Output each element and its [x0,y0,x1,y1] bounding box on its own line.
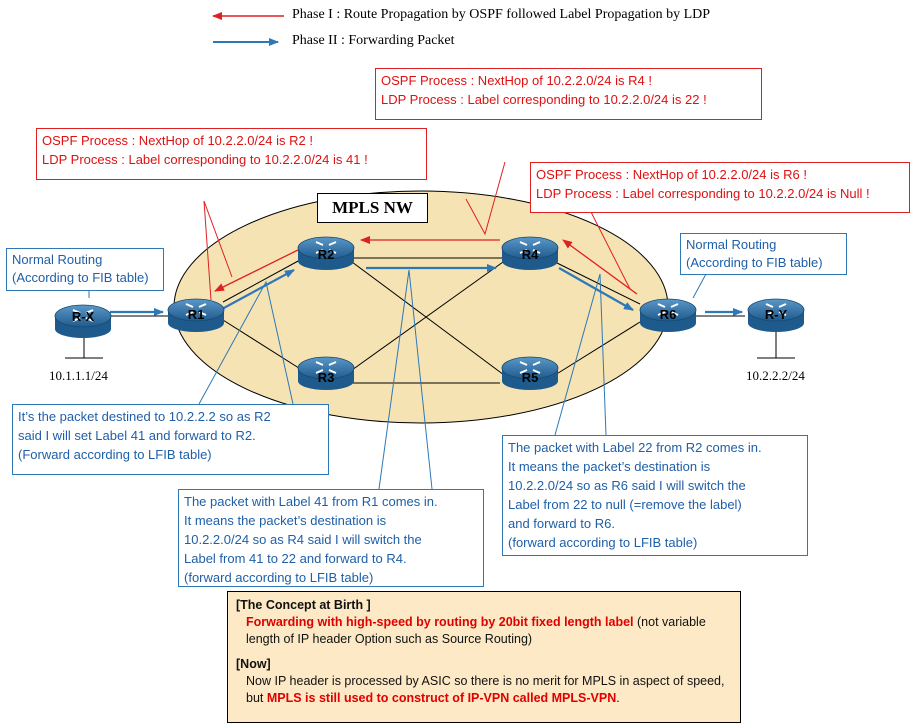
concept-now-highlight: MPLS is still used to construct of IP-VP… [266,691,617,705]
router-rx-label: R-X [72,309,95,324]
callout-r6-ospf-ldp: OSPF Process : NextHop of 10.2.2.0/24 is… [530,162,910,213]
callout-r4-forwarding: The packet with Label 22 from R2 comes i… [502,435,808,556]
router-r6-label: R6 [660,307,677,322]
concept-birth-rest: (not variable length of IP header Option… [246,615,706,646]
callout-line: LDP Process : Label corresponding to 10.… [536,186,870,201]
callout-line: The packet with Label 41 from R1 comes i… [184,494,438,509]
callout-line: (forward according to LFIB table) [508,535,698,550]
callout-line: 10.2.2.0/24 so as R4 said I will switch … [184,532,422,547]
callout-line: Normal Routing [686,237,777,252]
callout-line: Label from 22 to null (=remove the label… [508,497,742,512]
callout-line: (According to FIB table) [12,270,149,285]
legend-phase2-label: Phase II : Forwarding Packet [292,33,455,48]
concept-now-end: . [616,691,620,705]
callout-normal-routing-right: Normal Routing (According to FIB table) [680,233,847,275]
callout-line: 10.2.2.0/24 so as R6 said I will switch … [508,478,746,493]
callout-r4-ospf-ldp: OSPF Process : NextHop of 10.2.2.0/24 is… [375,68,762,120]
callout-line: LDP Process : Label corresponding to 10.… [42,152,368,167]
callout-r2-ospf-ldp: OSPF Process : NextHop of 10.2.2.0/24 is… [36,128,427,180]
router-r1: R1 [167,298,225,332]
router-r3-label: R3 [318,370,335,385]
callout-line: OSPF Process : NextHop of 10.2.2.0/24 is… [381,73,652,88]
callout-line: and forward to R6. [508,516,615,531]
mpls-nw-label: MPLS NW [317,193,428,223]
callout-line: (Forward according to LFIB table) [18,447,212,462]
router-r4: R4 [501,236,559,270]
router-r2-label: R2 [318,247,335,262]
callout-r2-forwarding: The packet with Label 41 from R1 comes i… [178,489,484,587]
legend-phase1-label: Phase I : Route Propagation by OSPF foll… [292,7,711,22]
router-r3: R3 [297,356,355,390]
subnet-right-label: 10.2.2.2/24 [746,368,805,383]
concept-now-text: Now IP header is processed by ASIC so th… [236,673,732,707]
callout-line: OSPF Process : NextHop of 10.2.2.0/24 is… [42,133,313,148]
callout-line: The packet with Label 22 from R2 comes i… [508,440,762,455]
callout-line: It means the packet’s destination is [508,459,711,474]
phase1-arrows [214,236,638,295]
router-r1-label: R1 [188,307,205,322]
router-r2: R2 [297,236,355,270]
callout-line: Normal Routing [12,252,103,267]
router-r4-label: R4 [522,247,539,262]
callout-line: It’s the packet destined to 10.2.2.2 so … [18,409,271,424]
callout-line: Label from 41 to 22 and forward to R4. [184,551,407,566]
concept-birth-highlight: Forwarding with high-speed by routing by… [246,615,634,629]
concept-birth-heading: [The Concept at Birth ] [236,598,371,612]
callout-line: LDP Process : Label corresponding to 10.… [381,92,707,107]
router-r5: R5 [501,356,559,390]
router-ry-label: R-Y [765,307,788,322]
router-r6: R6 [639,298,697,332]
router-rx: R-X [54,304,112,338]
callout-line: OSPF Process : NextHop of 10.2.2.0/24 is… [536,167,807,182]
router-ry: R-Y [747,298,805,332]
callout-line: said I will set Label 41 and forward to … [18,428,256,443]
callout-line: (forward according to LFIB table) [184,570,374,585]
concept-birth-text: Forwarding with high-speed by routing by… [236,614,732,648]
callout-line: It means the packet’s destination is [184,513,387,528]
subnet-left-label: 10.1.1.1/24 [49,368,108,383]
callout-normal-routing-left: Normal Routing (According to FIB table) [6,248,164,291]
callout-r1-forwarding: It’s the packet destined to 10.2.2.2 so … [12,404,329,475]
callout-line: (According to FIB table) [686,255,823,270]
concept-now-plain: Now IP header is processed by ASIC so th… [246,674,725,705]
concept-box: [The Concept at Birth ] Forwarding with … [227,591,741,723]
router-r5-label: R5 [522,370,539,385]
concept-now-heading: [Now] [236,657,271,671]
